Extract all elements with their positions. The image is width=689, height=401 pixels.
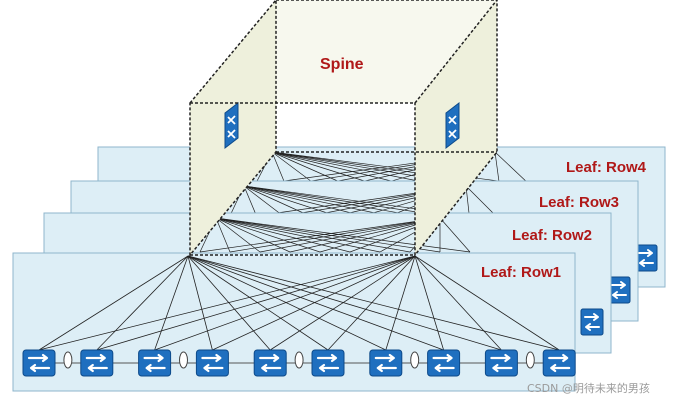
link-aggregation-oval xyxy=(63,351,73,369)
switch-icon xyxy=(195,348,230,378)
uplink-wire xyxy=(327,255,416,351)
uplink-wire xyxy=(271,151,347,186)
uplink-wire xyxy=(271,151,378,186)
uplink-wire xyxy=(271,151,531,186)
uplink-wire xyxy=(199,217,441,253)
uplink-wire xyxy=(229,217,441,253)
uplink-wire xyxy=(38,255,416,351)
uplink-wire xyxy=(215,217,441,253)
uplink-wire xyxy=(414,255,444,351)
uplink-wire xyxy=(271,151,317,186)
uplink-wire xyxy=(414,255,560,351)
uplink-wire xyxy=(215,217,261,253)
leaf-row4-label: Leaf: Row4 xyxy=(566,159,647,176)
link-aggregation-oval xyxy=(525,351,535,369)
uplink-wire xyxy=(271,151,439,186)
leaf-row1-label: Leaf: Row1 xyxy=(481,264,561,281)
switch-icon xyxy=(79,348,114,378)
uplink-wire xyxy=(439,217,471,253)
uplink-wire xyxy=(187,255,213,351)
uplink-wire xyxy=(215,217,471,253)
uplink-wire xyxy=(385,255,416,351)
uplink-wire xyxy=(494,151,500,186)
uplink-wire xyxy=(96,255,189,351)
uplink-wire xyxy=(38,255,189,351)
uplink-wire xyxy=(154,255,189,351)
row2-switch-icon xyxy=(580,308,604,336)
uplink-wire xyxy=(215,217,381,253)
uplink-wire xyxy=(271,151,408,186)
uplink-wire xyxy=(187,255,386,351)
leaf-row3-label: Leaf: Row3 xyxy=(539,194,619,211)
switch-icon xyxy=(137,348,172,378)
uplink-wire xyxy=(494,151,531,186)
uplink-wire xyxy=(96,255,416,351)
switch-icon xyxy=(484,348,519,378)
watermark: CSDN @明待未来的男孩 xyxy=(527,381,650,395)
uplink-wire xyxy=(187,255,329,351)
switch-icon xyxy=(542,348,577,378)
uplink-wire xyxy=(215,217,411,253)
uplink-wire xyxy=(187,255,444,351)
uplink-wire xyxy=(215,217,351,253)
switch-icon xyxy=(368,348,403,378)
spine-label: Spine xyxy=(320,56,364,73)
leaf-row1-uplinks xyxy=(38,255,560,351)
leaf-row2-label: Leaf: Row2 xyxy=(512,227,592,244)
uplink-wire xyxy=(215,217,231,253)
uplink-wire xyxy=(212,255,416,351)
switch-icon xyxy=(310,348,346,378)
switch-icon xyxy=(426,348,461,378)
uplink-wire xyxy=(187,255,502,351)
uplink-wire xyxy=(154,255,416,351)
uplink-wire xyxy=(271,151,286,186)
switch-icon xyxy=(21,348,57,378)
spine-cube-edges xyxy=(190,0,497,256)
uplink-wire xyxy=(215,217,321,253)
link-aggregation-oval xyxy=(179,351,188,369)
uplink-wire xyxy=(215,217,291,253)
link-aggregation-oval xyxy=(294,351,304,369)
uplink-wire xyxy=(187,255,271,351)
uplink-wire xyxy=(269,255,416,351)
link-aggregation-oval xyxy=(410,351,420,369)
uplink-wire xyxy=(259,217,441,253)
uplink-wire xyxy=(187,255,560,351)
uplink-wire xyxy=(414,255,502,351)
row1-switches xyxy=(21,348,577,378)
switch-icon xyxy=(253,348,288,378)
